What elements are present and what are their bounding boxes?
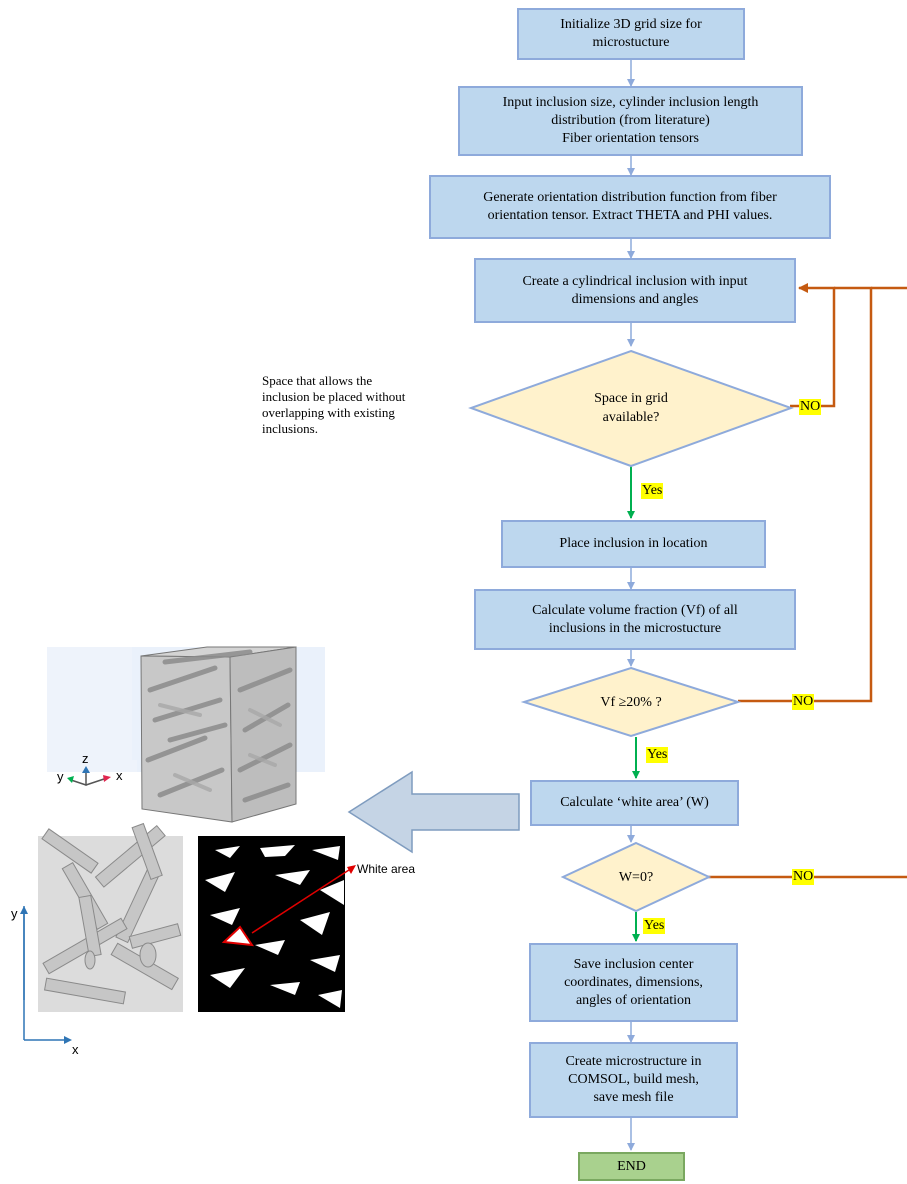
no-loop-space: [790, 283, 836, 408]
axis2d-y-label: y: [11, 906, 18, 921]
space-note: Space that allows the inclusion be place…: [262, 373, 406, 436]
decision-w-text: W=0?: [618, 869, 654, 885]
step-place-inclusion: Place inclusion in location: [501, 520, 766, 568]
decision-space-text: Space in grid available?: [594, 391, 668, 425]
no-label-space: NO: [799, 399, 822, 415]
axis3d-z-label: z: [82, 751, 89, 766]
white-area-pointer-arrow: [347, 770, 520, 854]
decision-w-diamond: [560, 841, 712, 913]
yes-label-space: Yes: [641, 483, 664, 499]
microstructure-slice-image: [20, 822, 183, 1044]
axis2d-x-label: x: [72, 1042, 79, 1057]
step-create-comsol: Create microstructure in COMSOL, build m…: [529, 1042, 738, 1118]
axis3d-y-label: y: [57, 769, 64, 784]
white-area-binary-image: [198, 836, 356, 1012]
step-create-inclusion: Create a cylindrical inclusion with inpu…: [474, 258, 796, 323]
no-label-w: NO: [792, 869, 815, 885]
step-initialize-grid: Initialize 3D grid size for microstuctur…: [517, 8, 745, 60]
white-area-label: White area: [357, 862, 416, 876]
step-volume-fraction: Calculate volume fraction (Vf) of all in…: [474, 589, 796, 650]
end-terminal: END: [578, 1152, 685, 1181]
yes-label-w: Yes: [643, 918, 666, 934]
decision-space-diamond: [468, 349, 794, 468]
decision-vf-text: Vf ≥20% ?: [600, 694, 662, 710]
no-label-vf: NO: [792, 694, 815, 710]
decision-vf-diamond: [520, 666, 742, 738]
yes-label-vf: Yes: [646, 747, 669, 763]
axis3d-x-label: x: [116, 768, 123, 783]
step-save-inclusion-data: Save inclusion center coordinates, dimen…: [529, 943, 738, 1022]
step-orientation-distribution: Generate orientation distribution functi…: [429, 175, 831, 239]
step-white-area: Calculate ‘white area’ (W): [530, 780, 739, 826]
step-input-inclusion: Input inclusion size, cylinder inclusion…: [458, 86, 803, 156]
microstructure-3d-image: [47, 646, 325, 823]
